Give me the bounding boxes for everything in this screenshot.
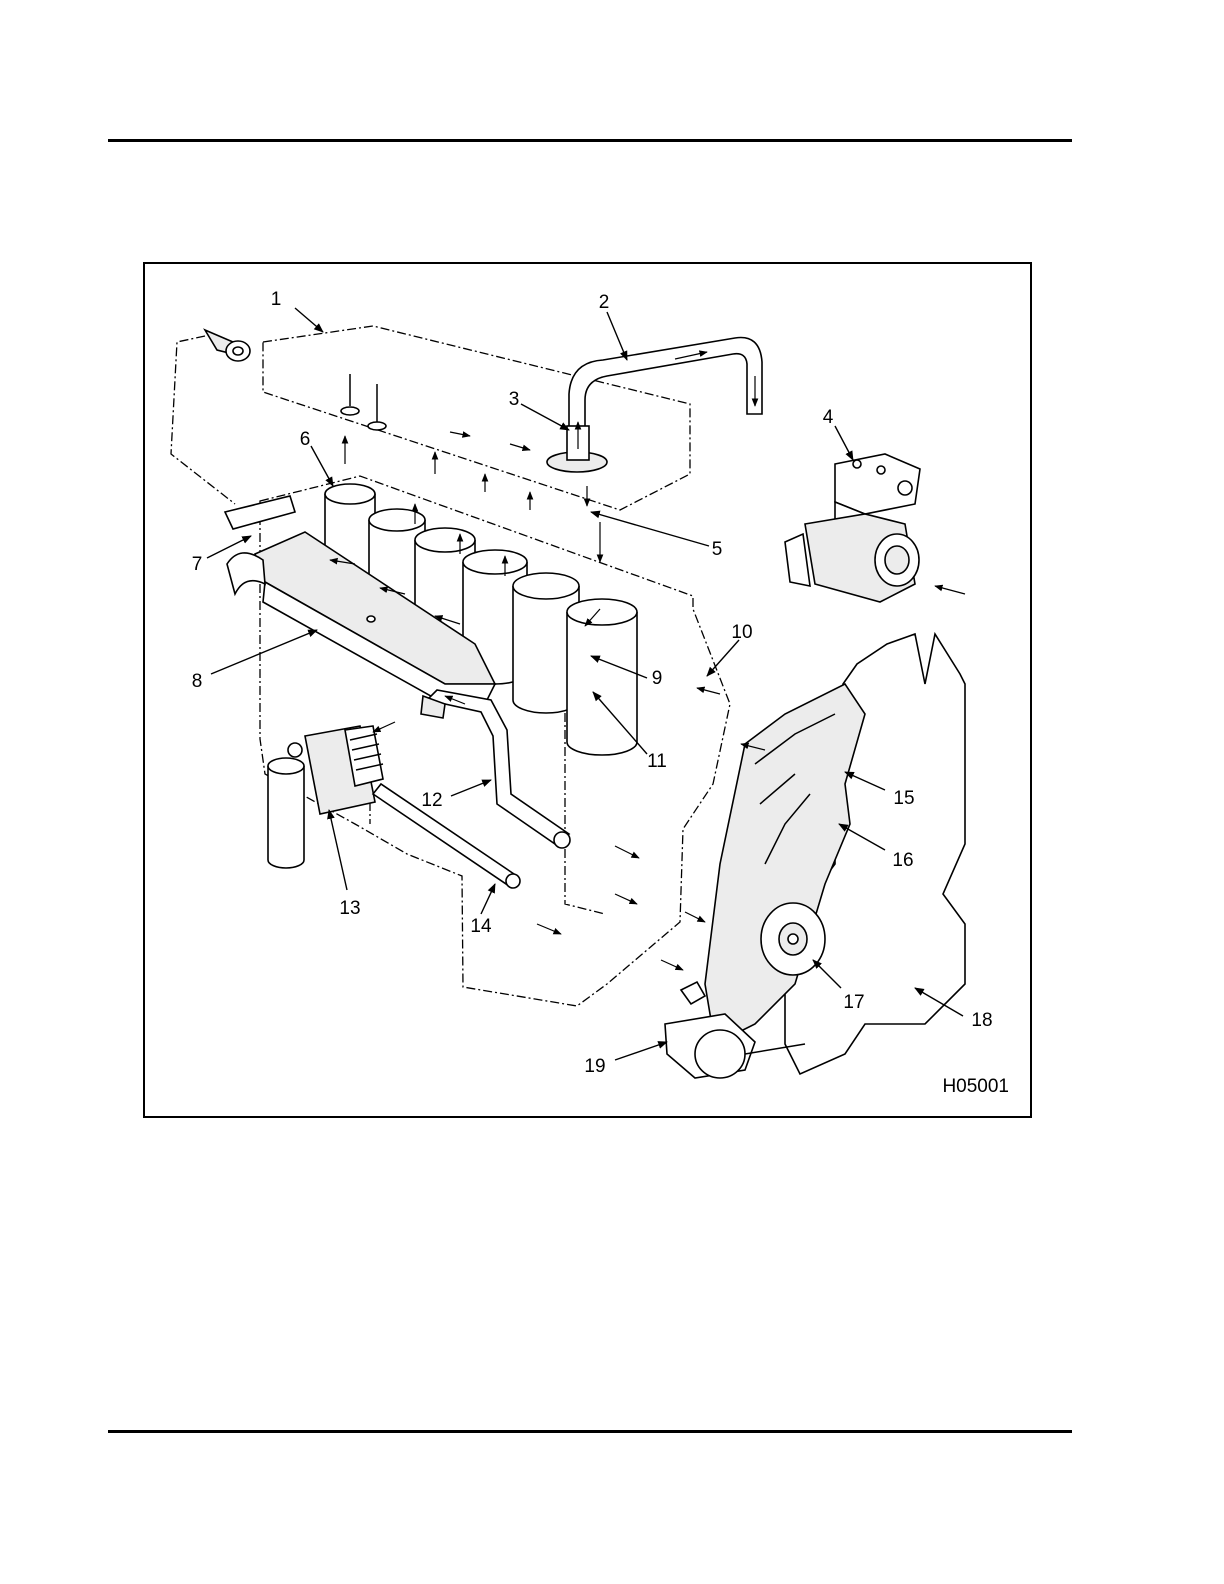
water-pump xyxy=(761,903,825,975)
header-rule xyxy=(108,139,1072,142)
leader-4 xyxy=(835,426,853,460)
air-compressor xyxy=(785,454,920,602)
cylinder-head-outline xyxy=(263,326,690,510)
leader-14 xyxy=(481,884,495,914)
coolant-outlet-left xyxy=(205,330,250,361)
callout-12: 12 xyxy=(421,790,442,811)
leader-2 xyxy=(607,312,627,360)
callout-9: 9 xyxy=(652,668,663,689)
leader-19 xyxy=(615,1042,667,1060)
valves xyxy=(341,374,386,430)
figure-frame: 1 2 3 4 5 6 7 8 9 10 11 12 13 14 15 16 1… xyxy=(143,262,1032,1118)
callout-6: 6 xyxy=(300,429,311,450)
callout-8: 8 xyxy=(192,671,203,692)
cooling-system-diagram: 1 2 3 4 5 6 7 8 9 10 11 12 13 14 15 16 1… xyxy=(145,264,1030,1116)
leader-13 xyxy=(329,810,347,890)
callout-4: 4 xyxy=(823,407,834,428)
callout-5: 5 xyxy=(712,539,723,560)
callout-18: 18 xyxy=(971,1010,992,1031)
leader-1 xyxy=(295,308,323,332)
leader-8 xyxy=(211,630,317,674)
callout-13: 13 xyxy=(339,898,360,919)
callout-16: 16 xyxy=(892,850,913,871)
oil-cooler xyxy=(305,726,383,814)
callout-19: 19 xyxy=(584,1056,605,1077)
callout-2: 2 xyxy=(599,292,610,313)
callout-14: 14 xyxy=(470,916,492,937)
footer-rule xyxy=(108,1430,1072,1433)
callout-17: 17 xyxy=(843,992,864,1013)
leader-5 xyxy=(591,512,709,546)
callout-7: 7 xyxy=(192,554,203,575)
upper-radiator-hose xyxy=(569,338,762,435)
callout-15: 15 xyxy=(893,788,914,809)
callout-3: 3 xyxy=(509,389,520,410)
coolant-return-path xyxy=(171,336,235,504)
figure-id: H05001 xyxy=(942,1076,1009,1097)
callout-1: 1 xyxy=(271,289,282,310)
leader-6 xyxy=(311,446,333,486)
thermostat-housing xyxy=(547,422,607,472)
leader-12 xyxy=(451,780,491,796)
oil-filter xyxy=(268,743,304,868)
callout-10: 10 xyxy=(731,622,752,643)
leader-3 xyxy=(521,404,569,430)
callout-11: 11 xyxy=(647,751,667,772)
